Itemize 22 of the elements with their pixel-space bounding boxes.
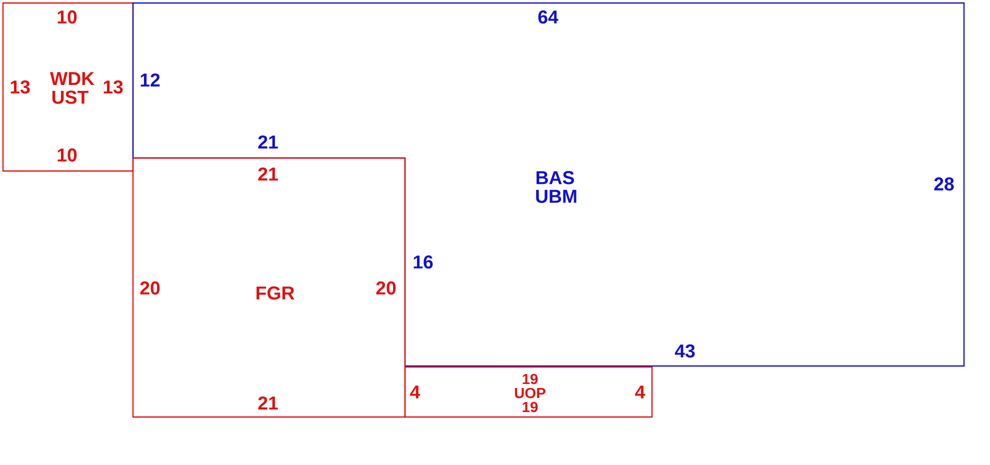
room-label: FGR xyxy=(256,286,294,300)
dimension-label: 20 xyxy=(376,281,396,295)
dimension-label: 19 xyxy=(522,402,538,412)
dimension-label: 19 xyxy=(522,374,538,384)
dimension-label: 4 xyxy=(635,386,646,398)
dimension-label: 43 xyxy=(674,344,695,358)
dimension-label: 13 xyxy=(104,80,123,94)
dimension-label: 28 xyxy=(934,177,954,191)
dimension-label: 21 xyxy=(258,167,278,181)
room-label: BAS UBM xyxy=(536,171,576,203)
dimension-label: 4 xyxy=(410,386,420,398)
dimension-label: 20 xyxy=(140,281,160,295)
dimension-label: 12 xyxy=(140,73,160,87)
dimension-label: 21 xyxy=(258,396,278,410)
dimension-label: 64 xyxy=(538,10,558,24)
dimension-label: 10 xyxy=(58,148,77,162)
room-label: UOP xyxy=(515,388,546,398)
dimension-label: 21 xyxy=(258,135,278,149)
dimension-label: 16 xyxy=(414,255,433,269)
dimension-label: 10 xyxy=(58,10,77,24)
dimension-label: 13 xyxy=(10,80,30,94)
room-label: WDK UST xyxy=(50,72,94,104)
